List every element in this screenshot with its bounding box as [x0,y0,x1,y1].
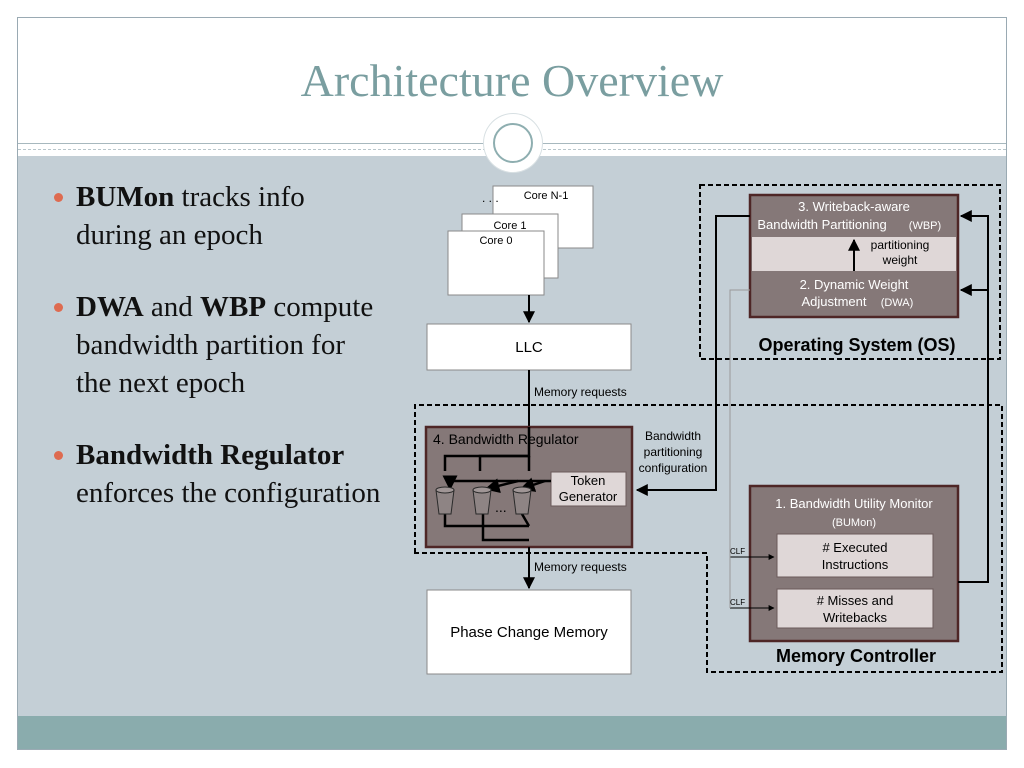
os-label: Operating System (OS) [758,335,955,355]
title-ornament-icon [484,114,542,172]
pcm-box [426,589,632,675]
bullet-dot-icon [54,193,63,202]
regulator-title: 4. Bandwidth Regulator [433,431,579,447]
memory-requests-bottom: Memory requests [534,560,627,574]
exec-label-1: # Executed [822,540,887,555]
footer-bar [18,716,1006,749]
bullet-regulator: Bandwidth Regulator enforces the configu… [53,436,383,512]
bullet-text: compute bandwidth partition for the next… [76,291,374,399]
memory-controller-label: Memory Controller [776,646,936,666]
slide-title: Architecture Overview [300,55,724,106]
bullet-dwa-wbp: DWA and WBP compute bandwidth partition … [53,288,383,402]
config-label-2: partitioning [644,445,703,459]
cores-dots: . . . [482,191,499,205]
token-generator-box [550,471,627,507]
bullet-text: enforces the configuration [76,477,381,509]
memory-controller-region [414,404,1003,673]
bullet-bold: DWA [76,291,144,323]
miss-label-2: Writebacks [823,610,888,625]
bullet-bold: BUMon [76,181,175,213]
dwa-label-1: 2. Dynamic Weight [800,277,909,292]
token-bucket-icon [512,486,532,515]
clf-label-bottom: CLF [730,598,745,607]
exec-label-2: Instructions [822,557,889,572]
core-n-label: Core N-1 [524,190,569,202]
wbp-to-regulator-arrow [635,215,750,496]
miss-label-1: # Misses and [817,593,894,608]
ornament-ring [493,123,533,163]
config-label-1: Bandwidth [645,429,701,443]
core-0-label: Core 0 [479,235,512,247]
os-region [699,184,1001,360]
weight-label-2: weight [882,253,918,267]
bullet-bold: WBP [200,291,267,323]
llc-box [426,323,632,371]
core-1-label: Core 1 [493,220,526,232]
dwa-abbr: (DWA) [881,297,914,309]
memory-requests-top: Memory requests [534,385,627,399]
misses-writebacks-box [776,588,934,629]
wbp-label-2: Bandwidth Partitioning [757,217,886,232]
wbp-abbr: (WBP) [909,220,941,232]
core-0-box [447,230,545,296]
bullet-list: BUMon tracks info during an epoch DWA an… [53,178,383,546]
regulator-flow-lines [442,427,551,542]
wbp-label-1: 3. Writeback-aware [798,199,910,214]
token-bucket-icon [435,486,455,515]
bullet-bold: Bandwidth Regulator [76,439,345,471]
bumon-label-2: (BUMon) [832,517,876,529]
token-bucket-icon [472,486,492,515]
bullet-text: and [143,291,201,323]
executed-instructions-box [776,533,934,578]
bullet-text: tracks info during an epoch [76,181,305,251]
dwa-label-2: Adjustment [801,294,866,309]
pcm-label: Phase Change Memory [450,624,608,641]
bumon-to-wbp-arrow [958,210,989,583]
bullet-dot-icon [54,303,63,312]
bucket-ellipsis: ... [495,499,507,515]
bullet-bumon: BUMon tracks info during an epoch [53,178,383,254]
token-label-2: Generator [559,489,618,504]
clf-label-top: CLF [730,547,745,556]
wbp-box [752,197,956,237]
config-label-3: configuration [639,461,708,475]
bumon-label-1: 1. Bandwidth Utility Monitor [775,496,933,511]
token-label-1: Token [571,473,606,488]
bullet-dot-icon [54,451,63,460]
dwa-feedback-line [729,289,750,608]
llc-label: LLC [515,339,543,356]
weight-label-1: partitioning [871,238,930,252]
